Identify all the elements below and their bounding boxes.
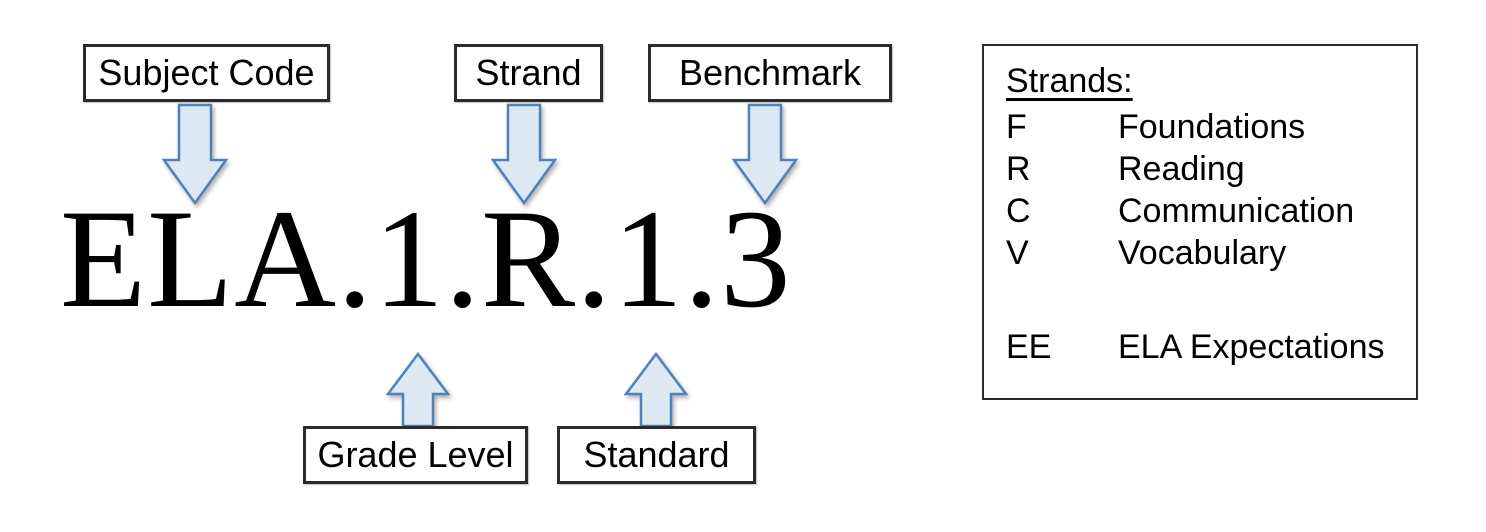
- legend-row-communication: C Communication: [1006, 190, 1416, 232]
- legend-abbr: F: [1006, 108, 1027, 146]
- standard-label-box: Standard: [557, 426, 756, 484]
- legend-abbr: V: [1006, 234, 1029, 272]
- legend-abbr: EE: [1006, 328, 1052, 366]
- legend-name: Communication: [1118, 192, 1355, 230]
- strand-label: Strand: [475, 52, 582, 93]
- strand-down-arrow-icon: [491, 103, 557, 205]
- legend-row-ela-expectations: EE ELA Expectations: [1006, 326, 1416, 368]
- grade-level-label: Grade Level: [317, 434, 514, 475]
- benchmark-label: Benchmark: [678, 52, 862, 93]
- standard-label: Standard: [583, 434, 730, 475]
- legend-row-reading: R Reading: [1006, 148, 1416, 190]
- grade-level-up-arrow-icon: [386, 352, 450, 427]
- standard-code-text: ELA.1.R.1.3: [60, 181, 792, 337]
- subject-code-label: Subject Code: [98, 52, 315, 93]
- legend-abbr: C: [1006, 192, 1031, 230]
- subject-code-down-arrow-icon: [162, 103, 228, 205]
- legend-title: Strands:: [1006, 62, 1133, 100]
- legend-name: Vocabulary: [1118, 234, 1287, 272]
- strand-label-box: Strand: [454, 44, 603, 102]
- legend-name: ELA Expectations: [1118, 328, 1385, 366]
- legend-name: Reading: [1118, 150, 1245, 188]
- benchmark-label-box: Benchmark: [648, 44, 892, 102]
- strands-legend: Strands: F Foundations R Reading C Commu…: [982, 44, 1418, 400]
- legend-abbr: R: [1006, 150, 1031, 188]
- benchmark-down-arrow-icon: [732, 103, 798, 205]
- legend-row-vocabulary: V Vocabulary: [1006, 232, 1416, 274]
- standard-up-arrow-icon: [624, 352, 688, 427]
- subject-code-label-box: Subject Code: [83, 44, 330, 102]
- legend-name: Foundations: [1118, 108, 1306, 146]
- grade-level-label-box: Grade Level: [303, 426, 528, 484]
- legend-gap: [1006, 274, 1416, 326]
- legend-row-foundations: F Foundations: [1006, 106, 1416, 148]
